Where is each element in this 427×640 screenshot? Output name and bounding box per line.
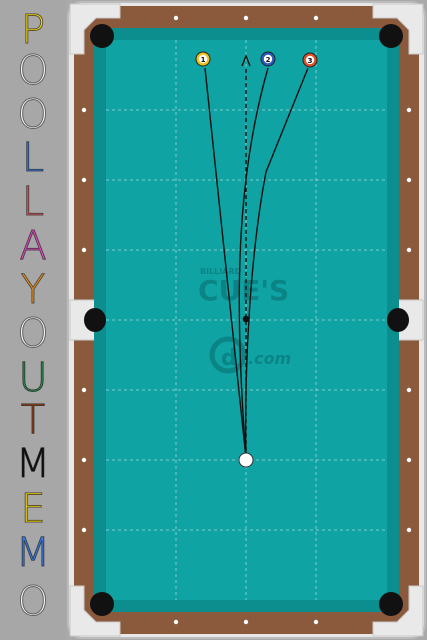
title-letter: L bbox=[21, 179, 45, 225]
title-letter: O bbox=[17, 579, 49, 625]
title-letter: E bbox=[20, 486, 46, 532]
pool-table[interactable]: BILLIARD CUE'S d .com 1 bbox=[66, 0, 427, 640]
watermark-small: BILLIARD bbox=[200, 267, 242, 276]
path-to-ball-1 bbox=[204, 67, 247, 459]
ball-3[interactable]: 3 bbox=[302, 52, 318, 68]
watermark: BILLIARD CUE'S d .com bbox=[198, 267, 291, 374]
title-letter: L bbox=[21, 135, 45, 181]
watermark-domain: .com bbox=[248, 349, 291, 368]
watermark-logo-circle bbox=[209, 336, 247, 374]
balls-layer[interactable]: 1 2 3 bbox=[195, 51, 318, 468]
ball-2[interactable]: 2 bbox=[260, 51, 276, 67]
title-letter: P bbox=[20, 7, 46, 53]
pool-table-svg[interactable]: BILLIARD CUE'S d .com 1 bbox=[66, 0, 427, 640]
title-letter: O bbox=[17, 311, 49, 357]
watermark-brand: CUE'S bbox=[198, 274, 289, 307]
aim-arrow-icon bbox=[241, 54, 251, 67]
ghost-ball-marker bbox=[242, 315, 250, 323]
watermark-logo-letter: d bbox=[221, 346, 237, 371]
path-to-ball-2 bbox=[238, 67, 269, 459]
title-letter: O bbox=[17, 92, 49, 138]
path-to-ball-3 bbox=[244, 67, 309, 459]
ball-2-label: 2 bbox=[266, 56, 271, 64]
title-letter: U bbox=[18, 355, 48, 401]
title-letter: M bbox=[15, 530, 51, 576]
shot-paths bbox=[204, 54, 309, 459]
cue-ball[interactable] bbox=[238, 452, 254, 468]
title-letter: M bbox=[15, 441, 51, 487]
title-letter: O bbox=[17, 48, 49, 94]
ball-1-label: 1 bbox=[201, 56, 206, 64]
ball-1[interactable]: 1 bbox=[195, 51, 211, 67]
title-letter: T bbox=[20, 397, 46, 443]
title-letter: Y bbox=[20, 267, 46, 313]
rail-diamonds bbox=[81, 15, 412, 625]
title-letter: A bbox=[19, 223, 47, 269]
ball-3-label: 3 bbox=[308, 57, 313, 65]
pockets bbox=[84, 24, 409, 616]
